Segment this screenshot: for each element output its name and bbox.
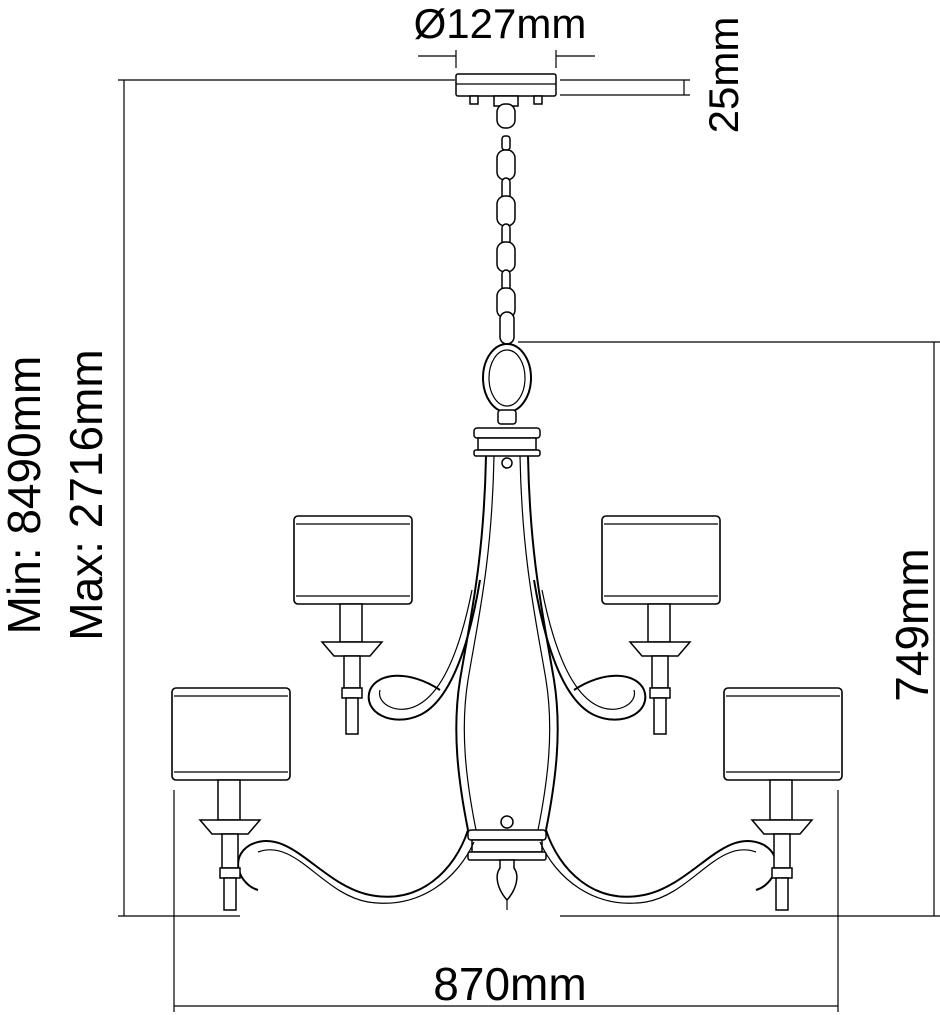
canopy-diameter-label: Ø127mm: [414, 0, 587, 47]
chain: [496, 103, 516, 345]
canopy: [455, 73, 557, 107]
canopy-height-label: 25mm: [700, 17, 747, 134]
lamp-upper-right: [601, 515, 721, 735]
lamp-upper-left: [293, 515, 413, 735]
upper-arms: [367, 579, 647, 721]
top-loop: [482, 343, 532, 425]
body-height-label: 749mm: [886, 548, 938, 701]
total-height-min-label: Min: 8490mm: [0, 356, 50, 635]
width-label: 870mm: [433, 958, 586, 1010]
central-column: [455, 427, 559, 910]
lamp-lower-right: [723, 687, 843, 911]
dimension-lines: [118, 50, 940, 1012]
lamp-lower-left: [171, 687, 291, 911]
total-height-max-label: Max: 2716mm: [60, 349, 112, 640]
